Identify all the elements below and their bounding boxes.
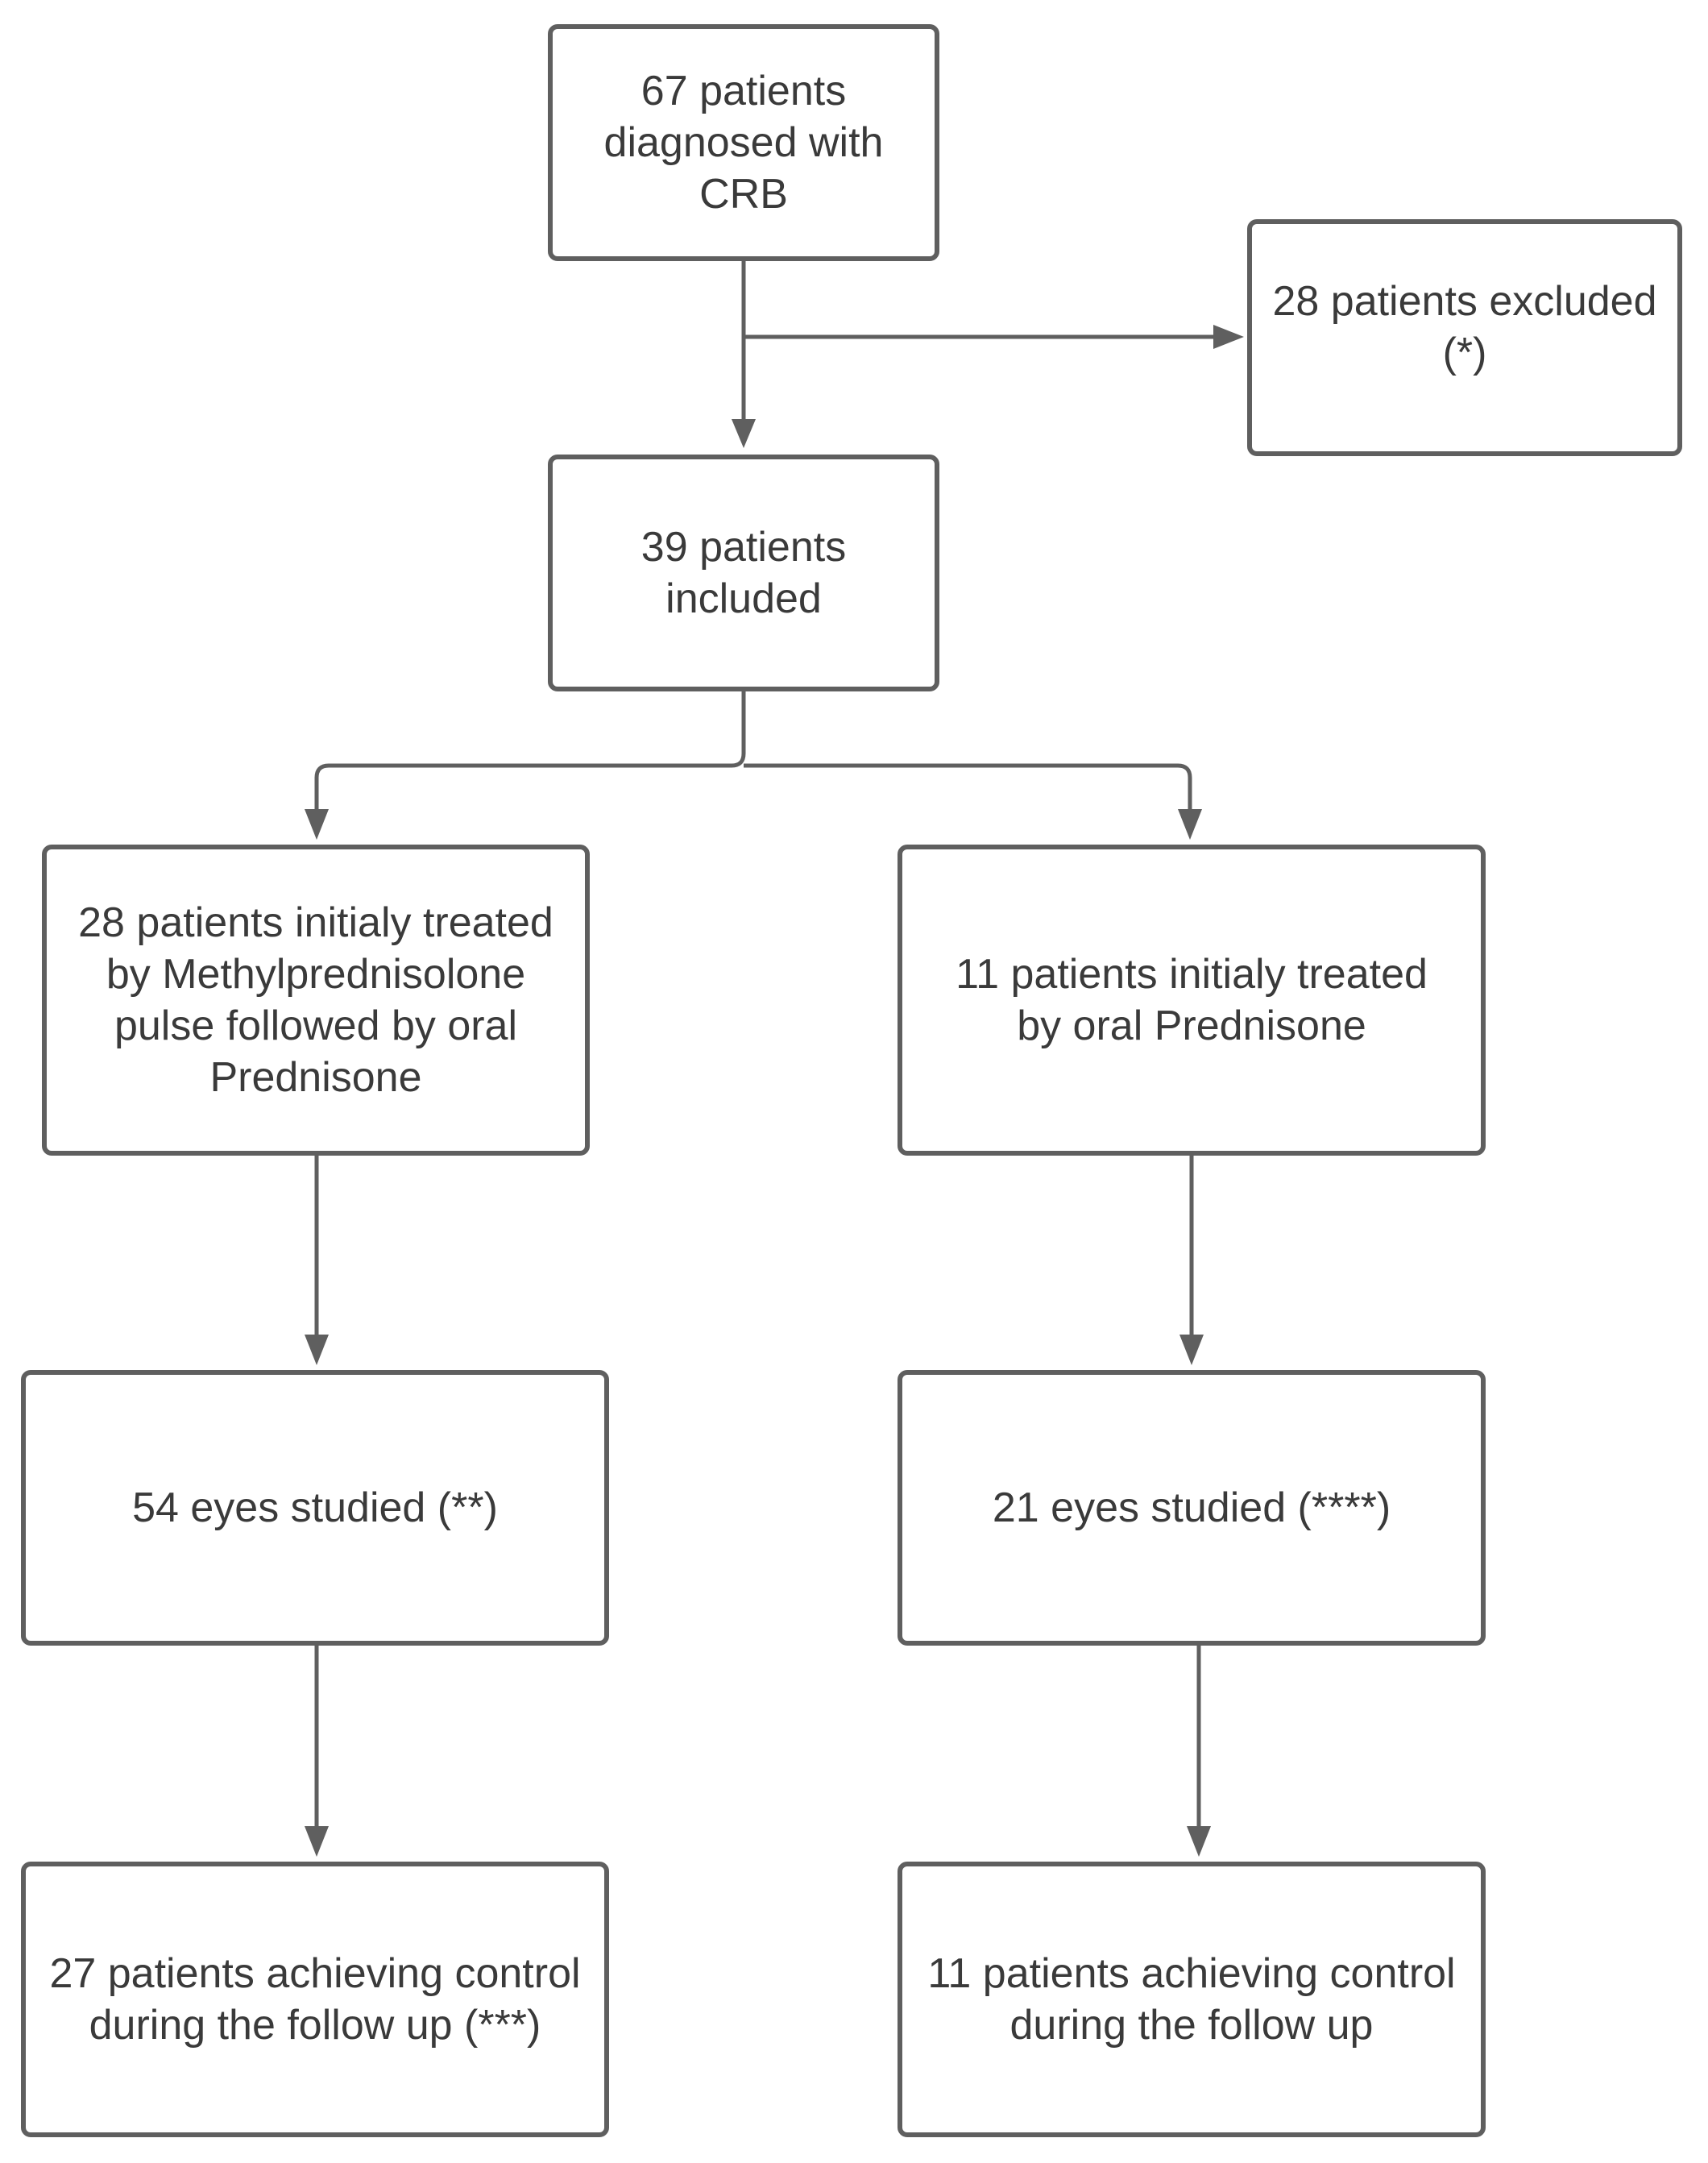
arrowhead-left-eyes: [305, 1335, 329, 1365]
node-right-eyes-studied-label: 21 eyes studied (****): [992, 1484, 1391, 1531]
node-total-patients-label: 67 patients diagnosed with CRB: [603, 68, 884, 218]
arrowhead-excluded: [1213, 325, 1244, 349]
node-included-patients: 39 patients included: [548, 455, 939, 691]
node-methylprednisolone-group: 28 patients initialy treated by Methylpr…: [42, 845, 590, 1156]
node-prednisone-group-label: 11 patients initialy treated by oral Pre…: [956, 951, 1428, 1049]
node-left-outcome: 27 patients achieving control during the…: [21, 1862, 609, 2137]
edge-included-split: [314, 691, 746, 809]
node-right-outcome: 11 patients achieving control during the…: [898, 1862, 1486, 2137]
arrowhead-right-treatment: [1178, 809, 1202, 840]
node-right-eyes-studied: 21 eyes studied (****): [898, 1370, 1486, 1646]
arrowhead-left-treatment: [305, 809, 329, 840]
node-total-patients: 67 patients diagnosed with CRB: [548, 24, 939, 261]
node-prednisone-group: 11 patients initialy treated by oral Pre…: [898, 845, 1486, 1156]
node-included-patients-label: 39 patients included: [640, 524, 847, 622]
arrowhead-right-outcome: [1187, 1826, 1211, 1857]
arrowhead-included: [732, 419, 756, 448]
node-left-eyes-studied-label: 54 eyes studied (**): [132, 1484, 498, 1531]
node-left-eyes-studied: 54 eyes studied (**): [21, 1370, 609, 1646]
arrowhead-right-eyes: [1179, 1335, 1204, 1365]
arrowhead-left-outcome: [305, 1826, 329, 1857]
node-right-outcome-label: 11 patients achieving control during the…: [927, 1950, 1456, 2049]
edge-included-right: [744, 763, 1192, 809]
node-methylprednisolone-group-label: 28 patients initialy treated by Methylpr…: [78, 899, 553, 1101]
node-excluded-patients: 28 patients excluded (*): [1247, 219, 1682, 456]
node-left-outcome-label: 27 patients achieving control during the…: [49, 1950, 581, 2049]
node-excluded-patients-label: 28 patients excluded (*): [1272, 278, 1657, 376]
